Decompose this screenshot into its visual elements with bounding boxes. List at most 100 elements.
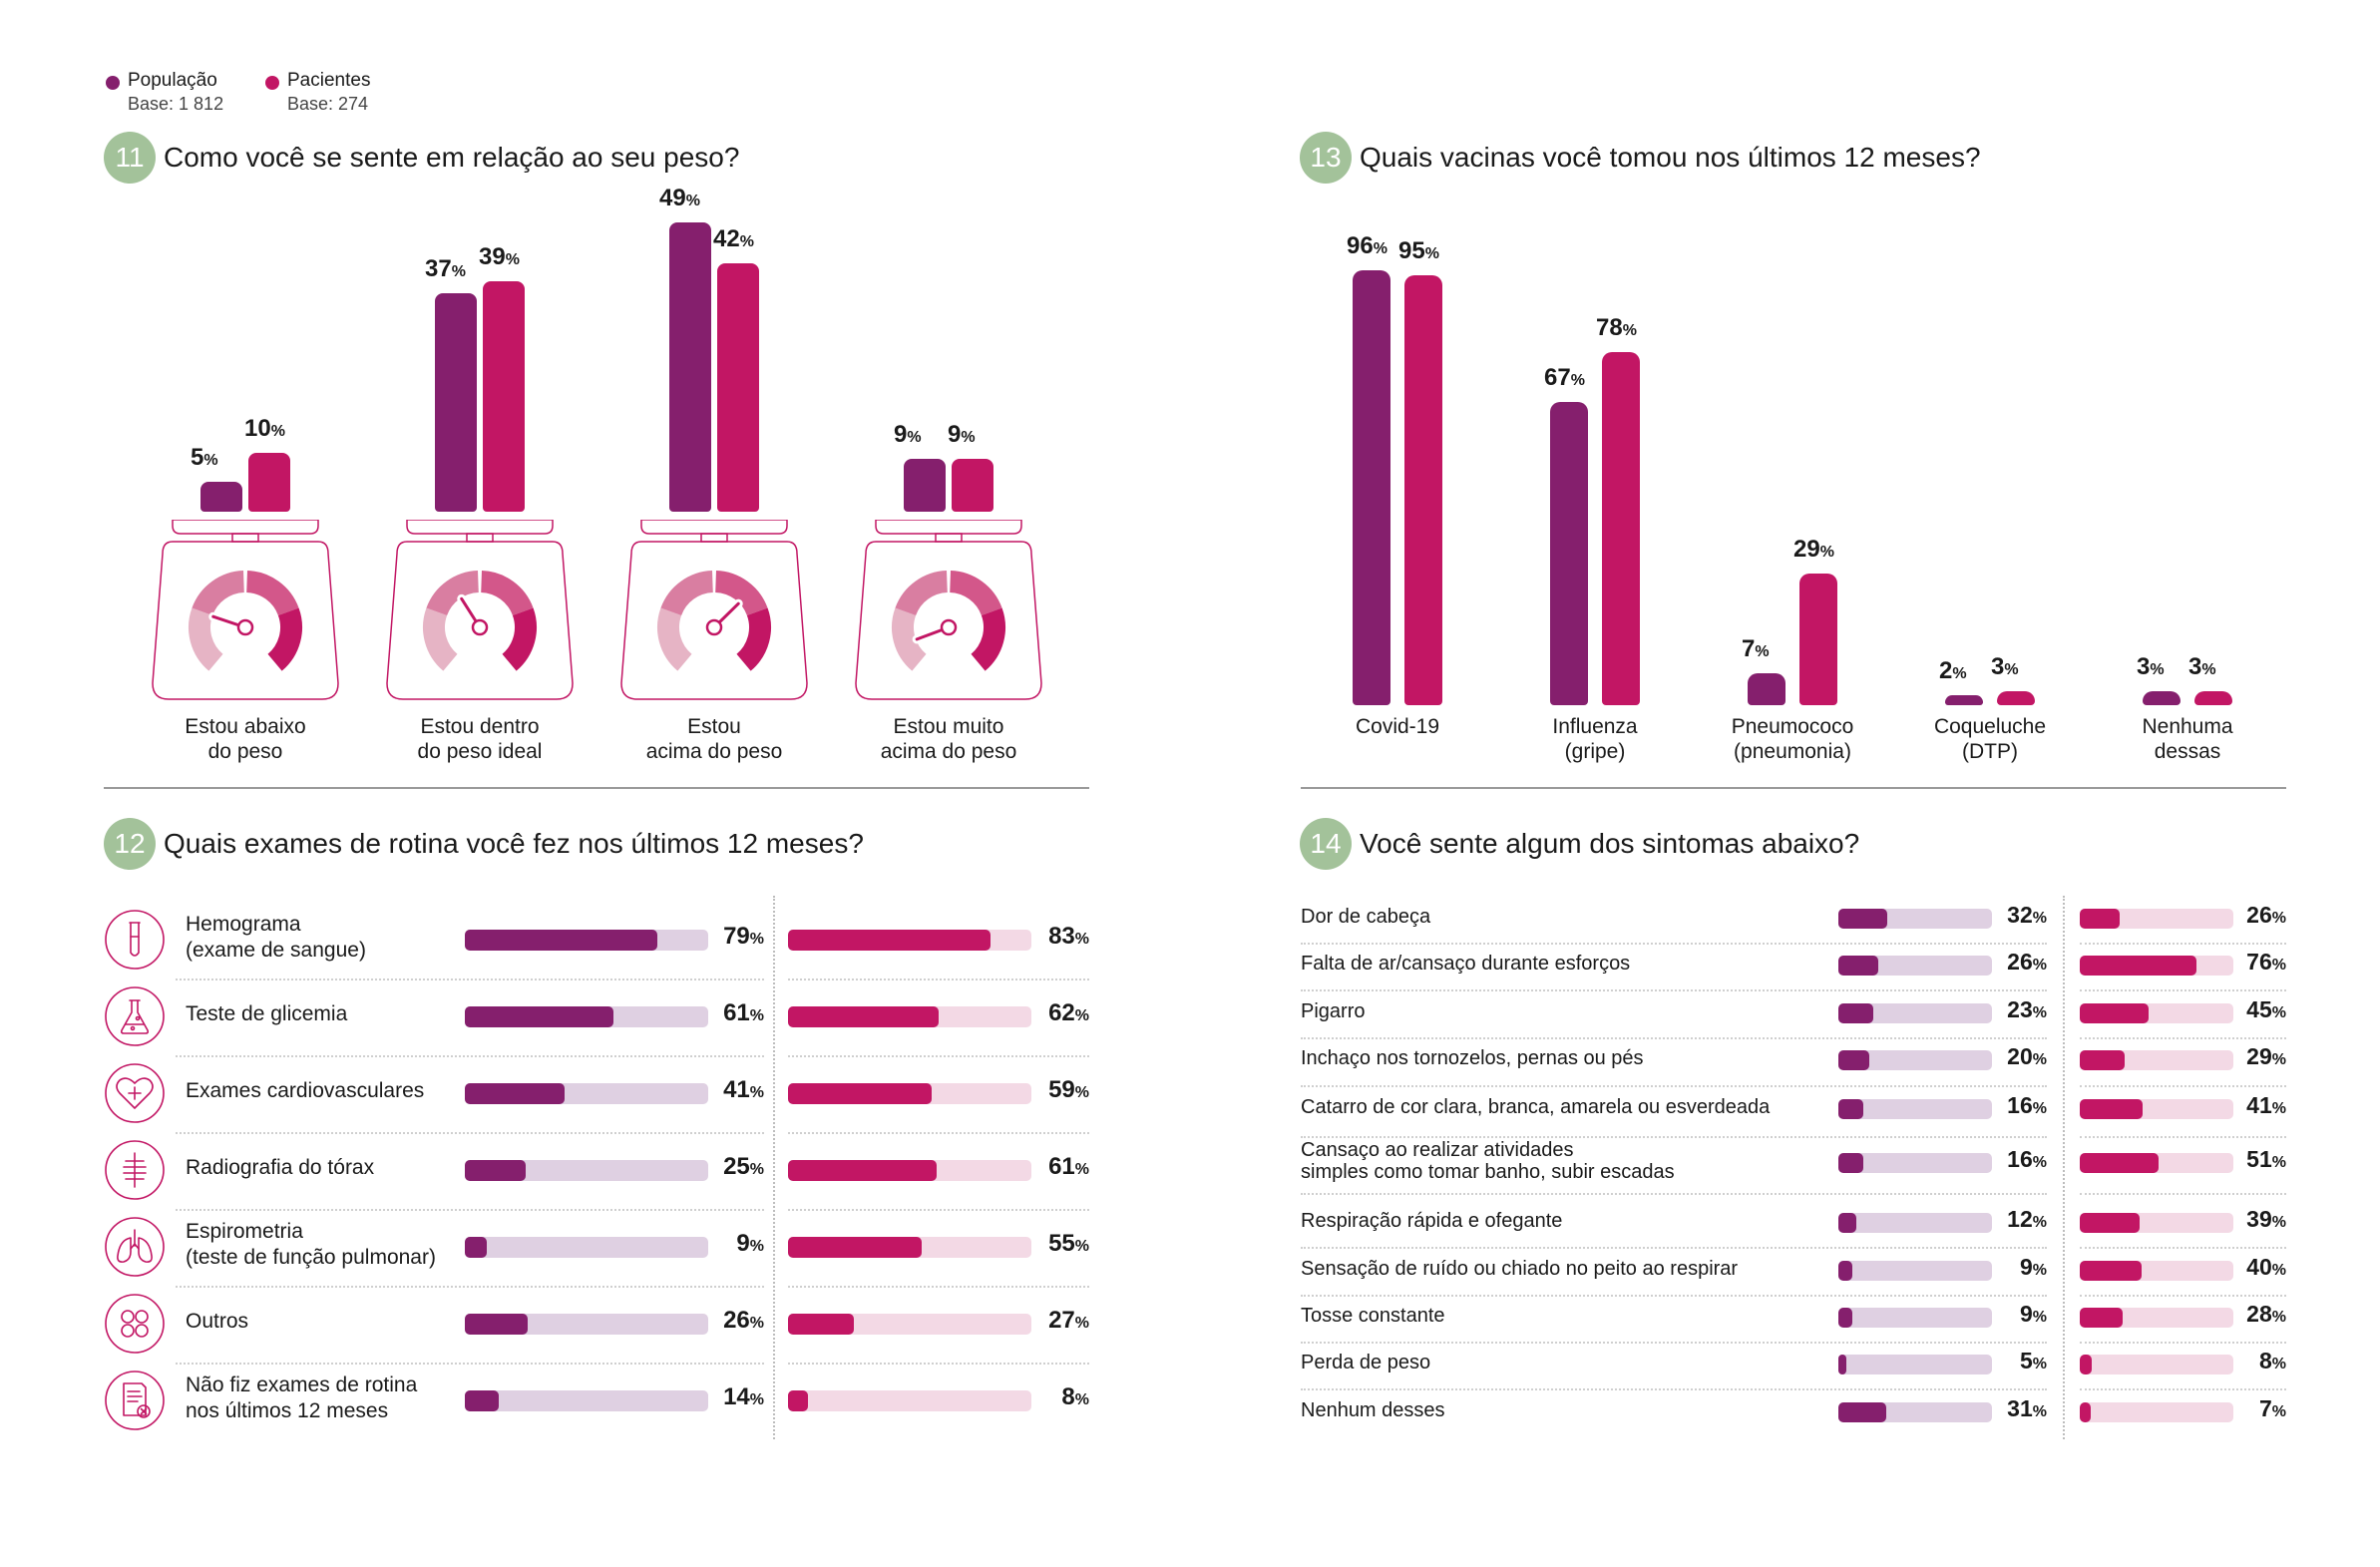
- q14-row-separator-7-0: [1301, 1294, 2047, 1297]
- q11-bar-populacao-0: [200, 482, 242, 512]
- q12-value-pacientes-6-value: 8: [1061, 1383, 1075, 1410]
- q14-value-populacao-5-unit: %: [2032, 1154, 2047, 1171]
- q12-value-pacientes-6: 8%: [1061, 1383, 1089, 1411]
- q14-value-pacientes-2: 45%: [2246, 996, 2286, 1023]
- q14-bar-populacao-3: [1838, 1050, 1869, 1070]
- gauge-segment-0: [657, 607, 692, 671]
- document-x-icon-ring: [105, 1371, 165, 1430]
- q12-bar-populacao-3: [465, 1159, 526, 1181]
- q13-label-populacao-1: 67%: [1544, 364, 1585, 392]
- q14-value-pacientes-4: 41%: [2246, 1092, 2286, 1119]
- q12-track-populacao-5: [465, 1313, 708, 1335]
- scale-neck: [700, 533, 728, 543]
- q14-bar-populacao-8: [1838, 1308, 1852, 1328]
- q14-track-pacientes-0: [2080, 909, 2233, 929]
- q14-value-populacao-2-unit: %: [2032, 1004, 2047, 1021]
- q12-row-label-3: Radiografia do tórax: [186, 1156, 375, 1179]
- q14-row-separator-9-0: [1301, 1388, 2047, 1390]
- q13-label-pacientes-0-value: 95: [1398, 236, 1425, 264]
- q14-bar-pacientes-9: [2080, 1355, 2093, 1374]
- q13-label-populacao-3-value: 2: [1939, 657, 1953, 684]
- q13-label-populacao-0-value: 96: [1347, 232, 1374, 259]
- xray-icon-ribs: [123, 1160, 147, 1180]
- q14-row-separator-1-0: [1301, 989, 2047, 991]
- q12-row-separator-2-1: [788, 1131, 1089, 1134]
- gauge-segment-0: [423, 607, 458, 671]
- q12-value-pacientes-5-unit: %: [1074, 1315, 1089, 1332]
- q13-label-populacao-0-unit: %: [1373, 240, 1388, 257]
- weighing-scale-icon: [855, 520, 1042, 700]
- q14-value-pacientes-2-unit: %: [2271, 1004, 2286, 1021]
- document-x-icon-x-circle: [137, 1404, 151, 1418]
- q13-label-populacao-1-value: 67: [1544, 363, 1571, 391]
- q13-label-pacientes-1-unit: %: [1622, 321, 1637, 339]
- q14-value-pacientes-6-value: 39: [2246, 1206, 2272, 1232]
- q12-track-pacientes-2: [788, 1082, 1031, 1104]
- dots-icon-dot2: [135, 1310, 149, 1324]
- q14-value-pacientes-10-value: 7: [2258, 1395, 2272, 1421]
- scale-neck: [935, 533, 963, 543]
- q13-label-populacao-3: 2%: [1939, 657, 1967, 685]
- q14-track-pacientes-1: [2080, 956, 2233, 976]
- q14-value-pacientes-10: 7%: [2259, 1395, 2286, 1422]
- q14-row-label-3: Inchaço nos tornozelos, pernas ou pés: [1301, 1047, 1644, 1069]
- q14-value-pacientes-1-unit: %: [2271, 957, 2286, 974]
- q14-track-pacientes-5: [2080, 1153, 2233, 1173]
- q14-row-separator-4-0: [1301, 1136, 2047, 1138]
- q13-bar-populacao-1: [1550, 401, 1588, 705]
- q12-value-populacao-5-value: 26: [723, 1307, 750, 1334]
- xray-icon-ring: [105, 1140, 165, 1200]
- q12-value-pacientes-4: 55%: [1048, 1230, 1089, 1258]
- q14-track-pacientes-2: [2080, 1003, 2233, 1023]
- q13-label-pacientes-0: 95%: [1398, 237, 1439, 265]
- q12-bar-populacao-1: [465, 1005, 613, 1027]
- q12-value-populacao-2-value: 41: [723, 1076, 750, 1103]
- q14-value-pacientes-8: 28%: [2246, 1301, 2286, 1328]
- gauge-segment-1: [895, 571, 949, 616]
- q14-value-pacientes-1-value: 76: [2246, 949, 2272, 975]
- q12-value-populacao-4: 9%: [736, 1230, 764, 1258]
- q12-value-pacientes-5-value: 27: [1048, 1307, 1075, 1334]
- q12-track-populacao-4: [465, 1236, 708, 1258]
- q14-value-pacientes-2-value: 45: [2246, 996, 2272, 1022]
- q12-row-separator-4-1: [788, 1285, 1089, 1288]
- q14-bar-pacientes-7: [2080, 1261, 2142, 1281]
- q12-value-pacientes-0-unit: %: [1074, 931, 1089, 948]
- q14-track-populacao-5: [1838, 1153, 1992, 1173]
- q14-row-separator-0-1: [2080, 942, 2286, 945]
- q12-row-separator-3-0: [176, 1208, 764, 1211]
- q12-value-populacao-3-value: 25: [723, 1153, 750, 1180]
- q14-value-populacao-0: 32%: [2007, 902, 2047, 929]
- q12-row-separator-5-1: [788, 1362, 1089, 1365]
- q13-title: Quais vacinas você tomou nos últimos 12 …: [1360, 142, 1981, 173]
- dots-icon: [105, 1294, 165, 1354]
- q14-bar-populacao-7: [1838, 1261, 1852, 1281]
- q13-bar-pacientes-2: [1799, 574, 1837, 705]
- q12-row-label-0: Hemograma (exame de sangue): [186, 913, 366, 962]
- q14-row-label-5: Cansaço ao realizar atividades simples c…: [1301, 1139, 1675, 1183]
- q12-bar-pacientes-5: [788, 1313, 854, 1335]
- q12-bar-pacientes-2: [788, 1082, 932, 1104]
- q13-bar-populacao-0: [1353, 270, 1390, 705]
- q11-label-populacao-0-value: 5: [191, 444, 204, 472]
- dots-icon-dot1: [121, 1310, 135, 1324]
- q13-bar-pacientes-0: [1404, 274, 1442, 705]
- legend-swatch-pacientes: [265, 76, 279, 90]
- scale-neck: [466, 533, 494, 543]
- q14-value-populacao-1-unit: %: [2032, 957, 2047, 974]
- q12-value-populacao-6: 14%: [723, 1383, 764, 1411]
- q12-value-populacao-0-value: 79: [723, 923, 750, 950]
- q14-series-separator: [2063, 896, 2065, 1439]
- q14-value-populacao-4-unit: %: [2032, 1100, 2047, 1117]
- q14-value-pacientes-10-unit: %: [2271, 1403, 2286, 1420]
- test-tube-icon-tube: [130, 922, 140, 957]
- q14-track-populacao-8: [1838, 1308, 1992, 1328]
- q12-value-pacientes-4-unit: %: [1074, 1238, 1089, 1255]
- q11-label-pacientes-2-value: 42: [713, 225, 740, 253]
- q11-category-label-2: Estou acima do peso: [645, 715, 783, 763]
- q11-label-populacao-3-unit: %: [907, 428, 922, 446]
- heart-icon-ring: [105, 1063, 165, 1123]
- q14-track-populacao-4: [1838, 1099, 1992, 1119]
- q11-label-populacao-2-value: 49: [659, 185, 686, 211]
- q12-value-pacientes-0-value: 83: [1048, 923, 1075, 950]
